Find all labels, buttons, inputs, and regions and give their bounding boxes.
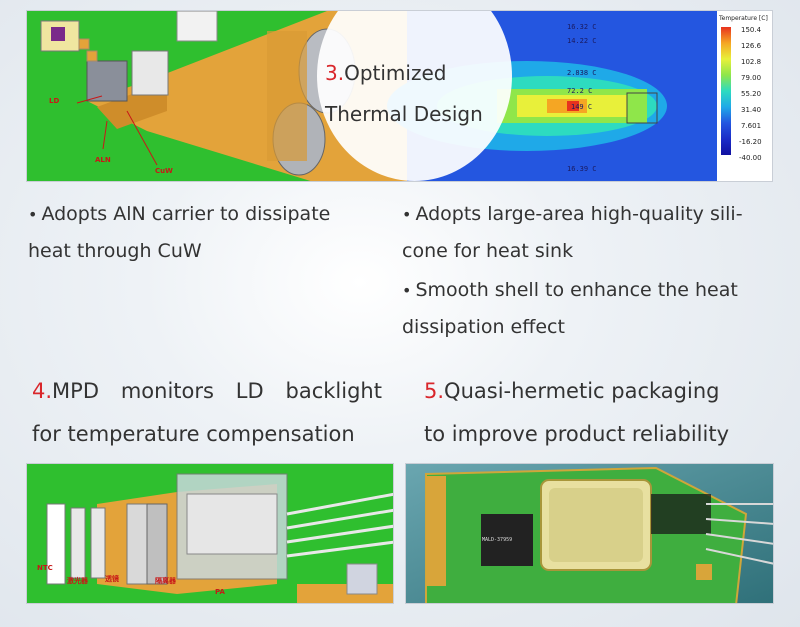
legend-value: 55.20 — [741, 90, 762, 98]
mpd-word: MPD — [52, 379, 99, 403]
legend-value: 79.00 — [741, 74, 762, 82]
legend-value: -40.00 — [739, 154, 762, 162]
mpd-word: LD — [235, 379, 264, 403]
bullet-dot-icon: • — [402, 205, 412, 224]
label-isolator: 隔离器 — [155, 577, 176, 585]
temp-readout: 16.32 C — [567, 23, 597, 31]
bullet-text: Adopts large-area high-quality sili- — [415, 203, 743, 225]
temp-readout: 149 C — [571, 103, 593, 111]
hermetic-package-image: MALD-37959 — [405, 463, 774, 604]
hermetic-line2: to improve product reliability — [424, 422, 729, 446]
legend-value: -16.20 — [739, 138, 762, 146]
mpd-line2: for temperature compensation — [32, 422, 355, 446]
temp-readout: 14.22 C — [567, 37, 597, 45]
section-number: 4. — [32, 379, 53, 403]
label-lens: 透镜 — [105, 575, 119, 583]
label-ntc: NTC — [37, 564, 53, 572]
legend-value: 7.601 — [741, 122, 762, 130]
mpd-module-image: NTC 激光器 透镜 隔离器 PA — [26, 463, 394, 604]
thermal-title-bubble — [317, 11, 512, 181]
bullet-text: Adopts AlN carrier to dissipate — [41, 203, 331, 225]
temp-readout: 16.39 C — [567, 165, 597, 173]
thermal-title-line1: Optimized — [344, 61, 447, 85]
label-ld: LD — [49, 97, 60, 105]
temperature-legend: Temperature [C] 150.4 126.6 102.8 79.00 … — [719, 15, 772, 179]
legend-title: Temperature [C] — [719, 15, 768, 22]
hermetic-line1: Quasi-hermetic packaging — [444, 379, 720, 403]
temp-readout: 72.2 C — [567, 87, 593, 95]
mpd-word: backlight — [285, 379, 382, 403]
chip-marking: MALD-37959 — [482, 537, 513, 543]
bullet-text: Smooth shell to enhance the heat — [415, 279, 738, 301]
hermetic-heading: 5.Quasi-hermetic packaging to improve pr… — [424, 370, 784, 456]
mpd-illustration — [27, 464, 393, 603]
section-number: 3. — [325, 61, 345, 85]
temp-readout: 2.838 C — [567, 69, 597, 77]
label-pa: PA — [215, 588, 225, 596]
legend-value: 102.8 — [741, 58, 762, 66]
legend-colorbar — [721, 27, 731, 155]
bullet-text: dissipation effect — [402, 316, 565, 338]
label-laser: 激光器 — [67, 577, 88, 585]
bullet-right-2: •Smooth shell to enhance the heat dissip… — [402, 272, 782, 346]
label-cuw: CuW — [155, 167, 173, 175]
bullet-text: cone for heat sink — [402, 240, 574, 262]
hermetic-illustration — [406, 464, 773, 603]
legend-value: 150.4 — [741, 26, 762, 34]
mpd-word: monitors — [120, 379, 214, 403]
mpd-heading: 4.MPD monitors LD backlight for temperat… — [32, 370, 382, 456]
thermal-title: 3.Optimized Thermal Design — [325, 53, 483, 135]
bullet-text: heat through CuW — [28, 240, 202, 262]
bullet-right-1: •Adopts large-area high-quality sili- co… — [402, 196, 782, 270]
thermal-title-line2: Thermal Design — [325, 102, 483, 126]
legend-value: 126.6 — [741, 42, 762, 50]
thermal-design-image: 3.Optimized Thermal Design LD ALN CuW 16… — [26, 10, 773, 182]
bullet-dot-icon: • — [28, 205, 38, 224]
bullet-left-1: •Adopts AlN carrier to dissipate heat th… — [28, 196, 378, 270]
legend-value: 31.40 — [741, 106, 762, 114]
label-aln: ALN — [95, 156, 111, 164]
bullet-dot-icon: • — [402, 281, 412, 300]
section-number: 5. — [424, 379, 445, 403]
